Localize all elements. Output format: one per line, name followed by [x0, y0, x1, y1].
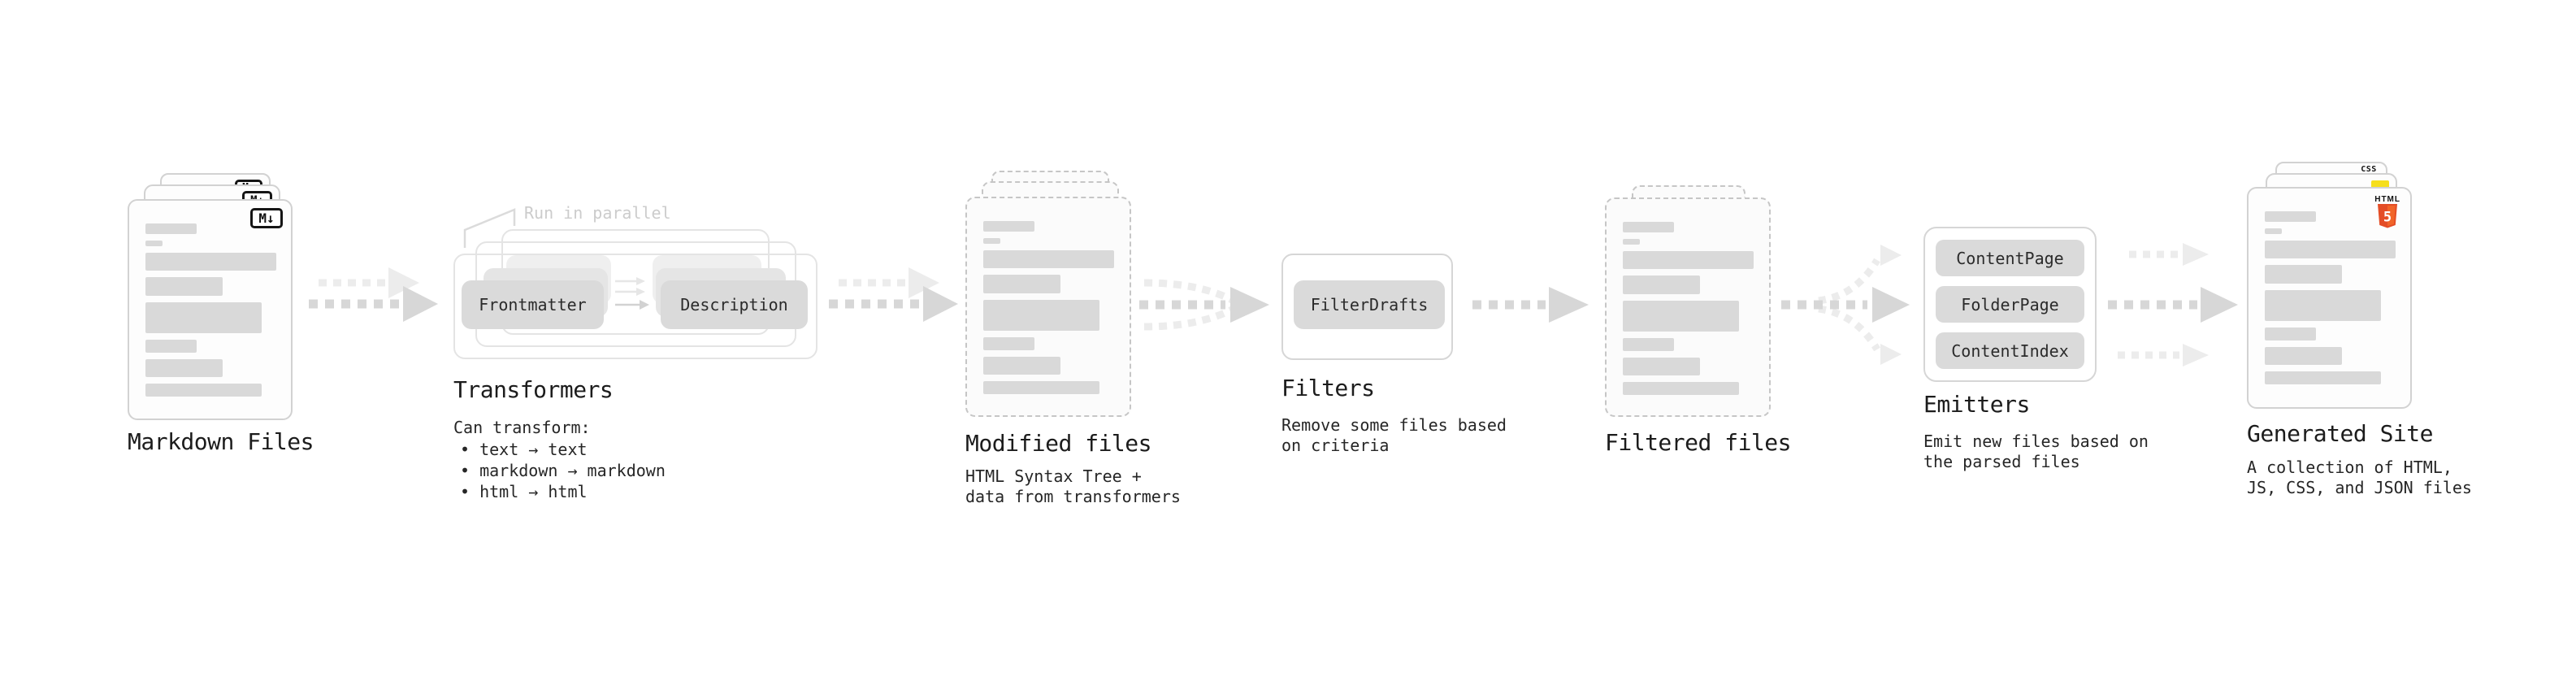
emitters-desc: the parsed files	[1923, 452, 2080, 471]
doc-skeleton	[129, 201, 291, 397]
emitter-pill-contentindex: ContentIndex	[1936, 332, 2084, 369]
html5-icon: HTML 5	[2374, 195, 2400, 228]
emitters-panel: ContentPage FolderPage ContentIndex	[1923, 227, 2097, 382]
filtered-files-stack	[1605, 185, 1776, 429]
doc-skeleton-bar	[1623, 382, 1739, 395]
doc-skeleton-bar	[1623, 251, 1754, 269]
emitter-pill-folderpage: FolderPage	[1936, 286, 2084, 323]
doc-skeleton-bar	[983, 337, 1034, 350]
doc-skeleton-bar	[2265, 228, 2282, 234]
markdown-files-label: Markdown Files	[128, 428, 314, 455]
arrow-filters-to-filtered	[1472, 287, 1589, 323]
doc-skeleton-bar	[2265, 347, 2342, 365]
transformers-frame-front	[453, 254, 817, 359]
transformer-pill-frontmatter: Frontmatter	[462, 280, 604, 329]
markdown-card-front: M↓	[128, 199, 293, 420]
filters-desc: on criteria	[1281, 436, 1390, 455]
modified-card-front	[965, 197, 1131, 417]
transformers-bullet: • text → text	[460, 440, 588, 459]
filter-pill-filterdrafts: FilterDrafts	[1294, 280, 1445, 329]
transformers-label: Transformers	[453, 376, 614, 403]
modified-files-stack	[965, 171, 1136, 423]
doc-skeleton-bar	[2265, 265, 2342, 284]
doc-skeleton-bar	[145, 223, 197, 234]
doc-skeleton-bar	[983, 238, 1000, 244]
doc-skeleton-bar	[2265, 211, 2316, 222]
filters-label: Filters	[1281, 375, 1375, 401]
doc-skeleton	[967, 198, 1130, 394]
doc-skeleton-bar	[983, 250, 1114, 268]
doc-skeleton-bar	[2265, 290, 2381, 321]
doc-skeleton-bar	[983, 381, 1099, 394]
generated-site-stack: CSS HTML 5	[2247, 162, 2418, 414]
arrow-markdown-to-transformers	[309, 267, 438, 322]
transformers-bullet: • markdown → markdown	[460, 461, 666, 480]
svg-text:5: 5	[2383, 210, 2392, 226]
doc-skeleton-bar	[145, 241, 163, 246]
modified-files-desc: HTML Syntax Tree +	[965, 466, 1142, 486]
emitters-label: Emitters	[1923, 391, 2030, 418]
modified-files-desc: data from transformers	[965, 487, 1181, 506]
doc-skeleton-bar	[145, 277, 223, 296]
filtered-files-label: Filtered files	[1605, 429, 1792, 456]
arrows-emitters-to-generated	[2108, 243, 2238, 367]
markdown-files-stack: M↓ M↓ M↓	[128, 173, 298, 425]
doc-skeleton-bar	[983, 221, 1034, 232]
doc-skeleton-bar	[1623, 275, 1700, 294]
doc-skeleton-bar	[145, 384, 262, 397]
arrow-modified-to-filters-merge	[1139, 279, 1269, 331]
transformers-bullet: • html → html	[460, 482, 588, 501]
doc-skeleton-bar	[145, 340, 197, 353]
doc-skeleton-bar	[145, 359, 223, 377]
emitters-desc: Emit new files based on	[1923, 432, 2149, 451]
doc-skeleton-bar	[983, 357, 1060, 375]
doc-skeleton-bar	[1623, 358, 1700, 375]
parallel-arrows-icon	[615, 277, 649, 310]
generated-site-desc: JS, CSS, and JSON files	[2247, 478, 2472, 497]
filters-desc: Remove some files based	[1281, 415, 1507, 435]
doc-skeleton	[2249, 189, 2410, 384]
doc-skeleton-bar	[1623, 222, 1674, 232]
modified-files-label: Modified files	[965, 430, 1152, 457]
generated-site-label: Generated Site	[2247, 420, 2434, 447]
doc-skeleton-bar	[145, 302, 262, 333]
arrow-transformers-to-modified	[829, 267, 958, 322]
emitter-pill-contentpage: ContentPage	[1936, 240, 2084, 276]
doc-skeleton-bar	[2265, 327, 2316, 340]
transformer-pill-description: Description	[661, 280, 808, 329]
markdown-icon: M↓	[250, 208, 283, 228]
doc-skeleton-bar	[1623, 239, 1640, 245]
doc-skeleton-bar	[983, 275, 1060, 293]
generated-site-desc: A collection of HTML,	[2247, 458, 2452, 477]
doc-skeleton-bar	[145, 253, 276, 271]
doc-skeleton-bar	[2265, 241, 2396, 258]
doc-skeleton-bar	[2265, 371, 2381, 384]
doc-skeleton	[1607, 199, 1769, 395]
filtered-card-front	[1605, 197, 1771, 417]
run-in-parallel-annotation: Run in parallel	[524, 203, 671, 223]
doc-skeleton-bar	[1623, 338, 1674, 351]
doc-skeleton-bar	[1623, 301, 1739, 332]
transformers-desc: Can transform:	[453, 418, 591, 437]
generated-card-front: HTML 5	[2247, 187, 2412, 409]
run-in-parallel-leader-line	[463, 208, 516, 248]
arrow-filtered-to-emitters-split	[1781, 245, 1910, 365]
doc-skeleton-bar	[983, 300, 1099, 331]
